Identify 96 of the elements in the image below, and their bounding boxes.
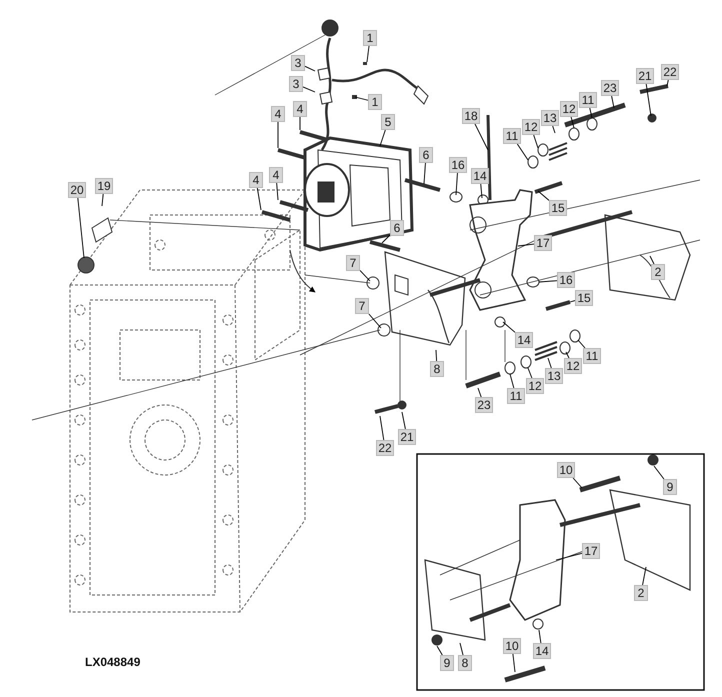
callout-number: 17 <box>534 235 552 251</box>
leader-line <box>474 124 488 150</box>
callout-number: 10 <box>557 462 575 478</box>
callout-number: 7 <box>355 298 369 314</box>
callout-number: 6 <box>419 147 433 163</box>
leader-line <box>516 144 528 160</box>
leader-line <box>578 340 586 348</box>
callout-number: 9 <box>440 655 454 671</box>
leader-line <box>360 270 370 282</box>
leader-line <box>77 198 84 258</box>
leader-line <box>538 280 558 282</box>
figure-code: LX048849 <box>85 655 140 669</box>
callout-number: 14 <box>515 332 533 348</box>
leader-line <box>302 86 316 92</box>
callout-number: 12 <box>522 119 540 135</box>
callout-number: 4 <box>249 172 263 188</box>
callout-number: 10 <box>503 638 521 654</box>
leader-line <box>666 80 669 86</box>
callout-number: 18 <box>462 108 480 124</box>
callout-number: 1 <box>368 94 382 110</box>
leader-line <box>424 162 426 184</box>
leader-line <box>402 412 406 430</box>
leader-line <box>650 256 654 264</box>
leader-line <box>368 314 382 328</box>
callout-number: 16 <box>449 157 467 173</box>
leader-line <box>382 234 390 244</box>
leader-line <box>646 84 652 116</box>
leader-line <box>304 66 316 72</box>
callout-number: 4 <box>293 101 307 117</box>
callout-number: 3 <box>289 76 303 92</box>
leader-line <box>548 358 552 368</box>
leader-line <box>570 116 574 128</box>
callout-number: 13 <box>545 368 563 384</box>
leader-line <box>380 416 384 440</box>
callout-number: 7 <box>346 255 360 271</box>
leader-line <box>460 642 464 656</box>
callout-number: 16 <box>557 272 575 288</box>
callout-number: 21 <box>636 68 654 84</box>
callout-number: 20 <box>68 182 86 198</box>
callout-number: 19 <box>95 178 113 194</box>
callout-number: 12 <box>526 378 544 394</box>
callout-number: 23 <box>475 397 493 413</box>
callout-number: 1 <box>363 30 377 46</box>
leader-line <box>436 646 443 656</box>
leader-line <box>528 368 532 378</box>
callout-number: 9 <box>663 479 677 495</box>
callout-number: 17 <box>582 543 600 559</box>
leader-line <box>512 654 516 672</box>
callout-number: 22 <box>661 64 679 80</box>
callout-number: 8 <box>430 361 444 377</box>
leader-line <box>102 194 104 206</box>
leader-line <box>518 244 534 246</box>
callout-number: 14 <box>533 643 551 659</box>
leader-line <box>642 566 646 586</box>
callout-number: 11 <box>503 128 521 144</box>
leader-line <box>611 96 614 108</box>
leader-line <box>538 190 550 201</box>
callout-number: 2 <box>651 264 665 280</box>
leader-line <box>456 172 458 196</box>
callout-number: 4 <box>271 106 285 122</box>
callout-number: 14 <box>471 168 489 184</box>
callout-number: 21 <box>398 429 416 445</box>
leader-line <box>572 478 582 488</box>
leader-line <box>380 130 386 146</box>
leader-line <box>589 108 592 118</box>
callout-number: 15 <box>575 290 593 306</box>
callout-number: 15 <box>549 200 567 216</box>
leader-line <box>354 96 368 101</box>
leader-line <box>510 374 514 388</box>
callout-number: 22 <box>376 440 394 456</box>
leader-line <box>502 322 516 333</box>
callout-number: 12 <box>564 358 582 374</box>
callout-number: 11 <box>507 388 525 404</box>
leader-line <box>533 134 538 148</box>
leader-line <box>478 388 482 398</box>
leader-line <box>480 184 482 198</box>
leader-line <box>556 552 582 560</box>
callout-number: 11 <box>583 348 601 364</box>
callout-number: 6 <box>390 220 404 236</box>
callout-number: 8 <box>458 655 472 671</box>
leader-line <box>570 300 576 302</box>
leader-line <box>276 182 278 200</box>
leader-line <box>256 188 262 210</box>
callout-number: 13 <box>541 110 559 126</box>
callout-number: 23 <box>601 80 619 96</box>
callout-number: 4 <box>269 167 283 183</box>
callout-number: 3 <box>291 55 305 71</box>
callout-number: 11 <box>579 92 597 108</box>
leader-line <box>436 350 438 362</box>
leader-line <box>366 46 370 62</box>
leader-line <box>566 352 570 358</box>
callout-number: 5 <box>381 114 395 130</box>
callout-number: 12 <box>560 101 578 117</box>
callout-number: 2 <box>634 585 648 601</box>
leader-line <box>538 630 542 644</box>
leader-line <box>654 466 664 480</box>
